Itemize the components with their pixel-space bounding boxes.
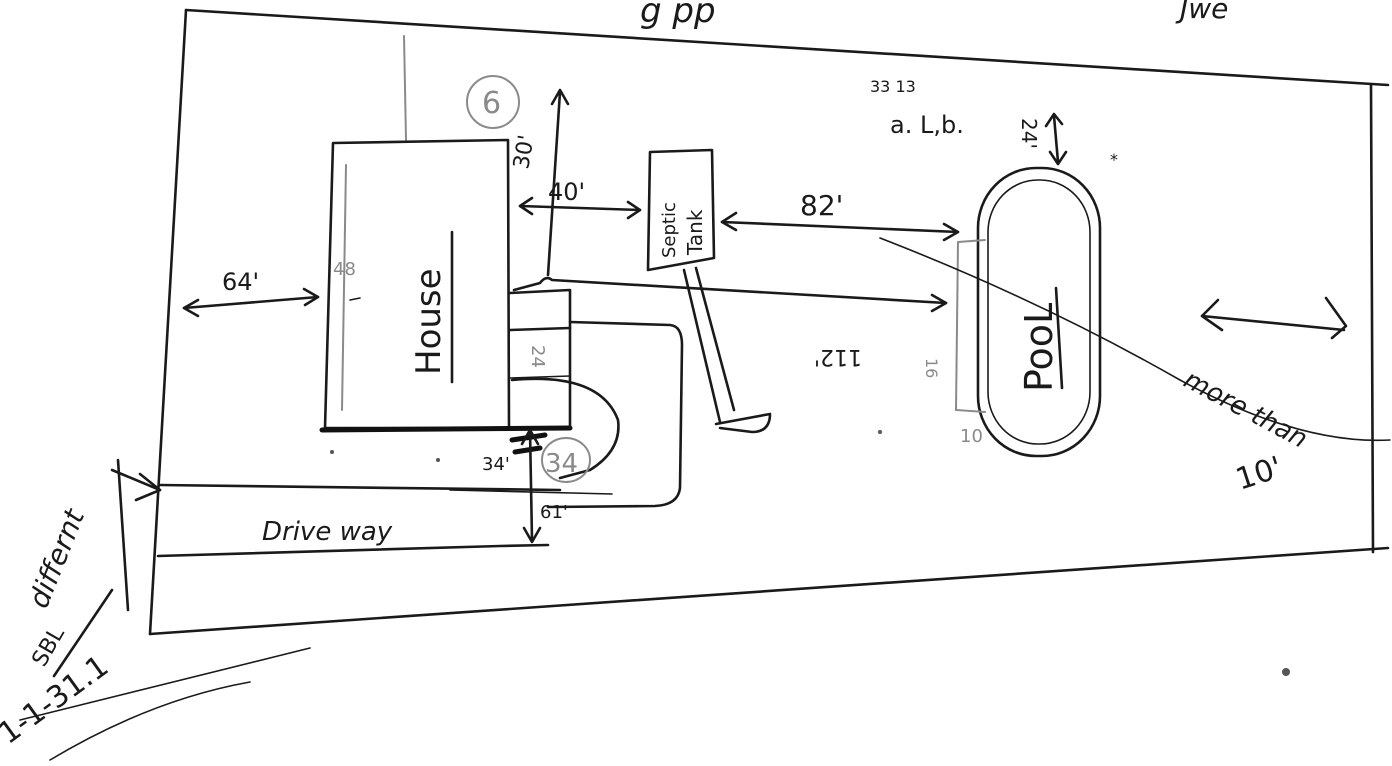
dim-house-to-pool-label: 112' (814, 344, 862, 369)
setback-line (879, 237, 1391, 442)
property-boundary (148, 8, 1390, 636)
paper-specks (330, 430, 1290, 676)
dim-house-to-septic (518, 196, 642, 220)
top-right-scribble: Jwe (1175, 0, 1228, 25)
dim-pool-to-top (1044, 112, 1068, 166)
pool-bottom-label: 10 (960, 426, 983, 447)
dim-pool-to-top-label: 24' (1017, 118, 1041, 149)
dim-house-to-pool (512, 276, 948, 313)
drive-way-label: Drive way (262, 517, 393, 547)
dim-septic-to-pool (720, 211, 960, 242)
sbl-curve (49, 681, 251, 761)
circled-34-label: 34 (545, 449, 578, 479)
circled-lot-number: 6 (482, 86, 501, 121)
tank-label: Tank (683, 209, 707, 256)
dim-left-setback (182, 287, 320, 318)
circled-lot-ring (466, 75, 520, 129)
dim-drive-to-road-label: 61' (540, 502, 568, 523)
garage-depth-label: 24 (527, 345, 548, 368)
dim-left-setback-label: 64' (222, 268, 259, 296)
different-label: differnt (22, 504, 92, 613)
septic-label: Septic (659, 202, 680, 258)
different-arrow (110, 458, 162, 612)
sbl-underline (52, 588, 114, 678)
star-mark: * (1110, 150, 1118, 169)
house (319, 138, 573, 433)
dim-septic-to-pool-label: 82' (800, 189, 843, 222)
pool (954, 166, 1102, 458)
circled-34-ring (541, 437, 591, 483)
dim-house-to-top-label: 30' (509, 133, 540, 171)
drive-way (156, 320, 684, 558)
dim-pool-to-right (1200, 296, 1348, 340)
sbl-divider (19, 647, 311, 721)
house-label: House (409, 268, 449, 375)
lot-ref-scribble: 33 13 (870, 77, 916, 96)
pool-label: PooL (1017, 303, 1061, 392)
dim-house-to-septic-label: 40' (548, 178, 585, 206)
dim-house-to-road (449, 428, 613, 544)
more-than-label: more than (1179, 365, 1313, 455)
pool-label-underline (1054, 286, 1064, 390)
dim-house-to-road-label: 34' (482, 454, 510, 475)
top-scribble: g pp (640, 0, 716, 31)
lot-ref-label: a. L,b. (890, 111, 964, 139)
pool-side-label: 16 (922, 358, 941, 378)
septic-tank (646, 148, 772, 434)
house-depth-label: 48 (333, 259, 356, 280)
house-top-line (403, 35, 407, 141)
dim-house-to-top (546, 88, 570, 277)
more-than-value: 10' (1232, 450, 1287, 498)
